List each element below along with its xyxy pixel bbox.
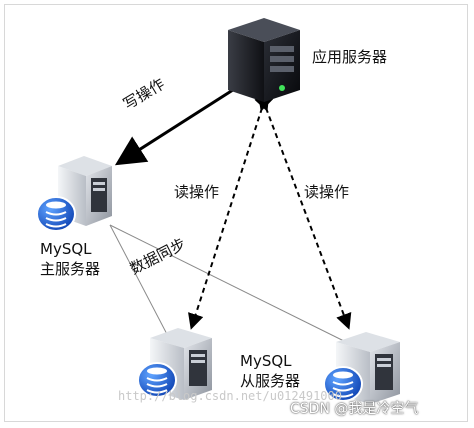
diagram-frame: [4, 4, 468, 422]
app-server-label: 应用服务器: [312, 48, 388, 66]
sync-line-right: [109, 224, 351, 345]
read-operation-label-left: 读操作: [174, 183, 220, 201]
faint-url-watermark: http://blog.csdn.net/u012491000: [118, 389, 342, 403]
read-operation-label-right: 读操作: [304, 183, 350, 201]
master-db-label-line2: 主服务器: [40, 260, 101, 278]
read-arrow-left: [188, 94, 274, 330]
csdn-credit-watermark: CSDN @我是冷空气: [290, 401, 419, 417]
slave-db-label-line2: 从服务器: [240, 372, 301, 390]
sync-line-left: [109, 224, 171, 341]
master-db-label-line1: MySQL: [40, 240, 92, 258]
slave-db-label-line1: MySQL: [240, 352, 292, 370]
master-server-icon: [36, 156, 112, 232]
slave-server-left-icon: [137, 328, 212, 400]
slave-server-right-icon: [323, 332, 400, 404]
read-arrow-right: [254, 93, 352, 330]
app-server-icon: [228, 18, 300, 102]
